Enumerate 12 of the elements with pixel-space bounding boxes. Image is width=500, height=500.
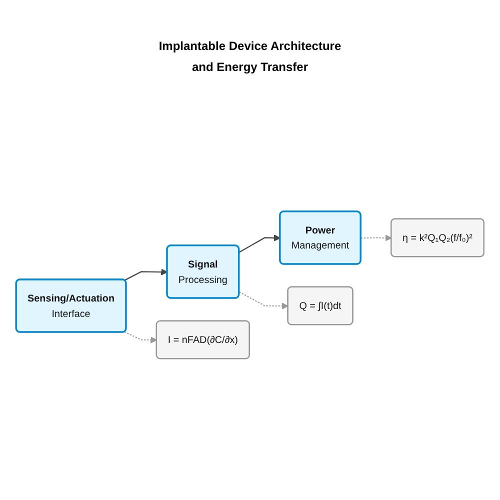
formula-box: I = nFAD(∂C/∂x) bbox=[156, 320, 250, 360]
arrow bbox=[238, 291, 288, 310]
formula-box: η = k²Q₁Q₂(f/f₀)² bbox=[390, 218, 484, 258]
arrow bbox=[238, 234, 281, 253]
arrow bbox=[124, 268, 168, 281]
formula-box: Q = ∫I(t)dt bbox=[287, 286, 354, 326]
process-box: Sensing/Actuation Interface bbox=[15, 278, 127, 333]
diagram-title: Implantable Device Architecture and Energy Transfer bbox=[158, 38, 342, 76]
arrow bbox=[124, 331, 158, 344]
arrow bbox=[360, 234, 392, 242]
process-box: Power Management bbox=[279, 210, 362, 265]
process-box: Signal Processing bbox=[166, 244, 240, 299]
